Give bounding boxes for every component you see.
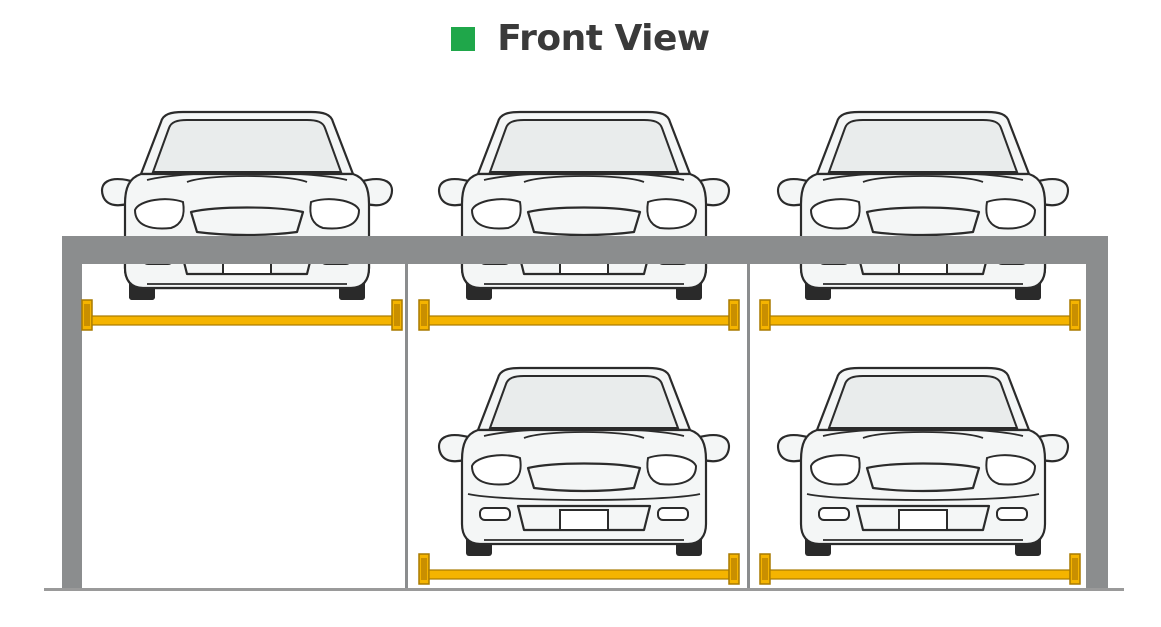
parking-pallet-icon [418,299,740,331]
ground-line [44,588,1124,591]
title-text: Front View [497,18,710,59]
parking-pallet-icon [759,553,1081,585]
left-column [62,236,82,588]
divider-post [747,264,750,588]
diagram-title: Front View [0,18,1161,59]
legend-square-icon [451,26,476,51]
parking-pallet-icon [81,299,403,331]
divider-post [405,264,408,588]
parking-pallet-icon [418,553,740,585]
car-front-icon [437,366,731,558]
car-front-icon [776,366,1070,558]
top-beam [62,236,1108,264]
right-column [1086,236,1108,588]
parking-pallet-icon [759,299,1081,331]
